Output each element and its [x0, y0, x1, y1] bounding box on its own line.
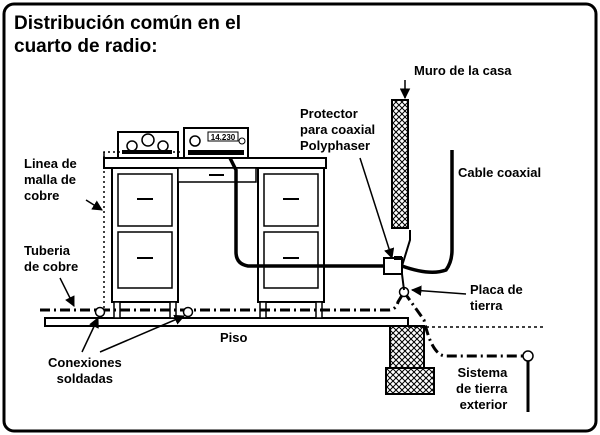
label-protector: Protector para coaxial Polyphaser	[300, 106, 375, 154]
label-protector-line-1: Protector	[300, 106, 358, 121]
label-mesh-line-2: malla de	[24, 172, 77, 187]
foundation-lower	[385, 367, 435, 395]
label-welded: Conexiones soldadas	[48, 355, 122, 387]
copper-pipe	[40, 291, 406, 312]
diagram-title: Distribución común en el cuarto de radio…	[14, 12, 241, 58]
label-coax: Cable coaxial	[458, 165, 542, 180]
label-ground-system-3: exterior	[459, 397, 508, 412]
label-mesh-line-1: Linea de	[24, 156, 77, 171]
label-ground-plate-1: Placa de	[470, 282, 523, 297]
label-welded-1: Conexiones	[48, 355, 122, 370]
exterior-ground-line	[402, 291, 530, 412]
label-mesh-line: Linea de malla de cobre	[24, 156, 77, 204]
label-protector-line-3: Polyphaser	[300, 138, 371, 153]
indoor-coax-cable	[228, 157, 384, 268]
floor-slab	[44, 317, 409, 327]
arrow-mesh	[85, 199, 103, 211]
house-wall	[391, 99, 409, 229]
title-line-2: cuarto de radio:	[14, 36, 158, 57]
radio-frequency-display: 14.230	[211, 133, 236, 142]
ground-rod-connection	[522, 350, 534, 362]
arrow-protector	[359, 157, 395, 260]
radio-transceiver: 14.230	[183, 127, 249, 159]
label-ground-plate: Placa de tierra	[470, 282, 523, 314]
arrow-plate	[410, 285, 467, 296]
outdoor-coax-cable	[401, 150, 454, 274]
label-welded-2: soldadas	[56, 371, 114, 386]
desk	[103, 157, 327, 319]
label-copper-pipe-2: de cobre	[24, 259, 79, 274]
label-copper-pipe: Tuberia de cobre	[24, 243, 78, 275]
arrow-welded-2	[99, 314, 185, 353]
protector-cap	[394, 256, 402, 260]
label-wall: Muro de la casa	[414, 63, 512, 78]
arrow-pipe	[59, 277, 75, 307]
arrow-welded-1	[81, 317, 99, 353]
label-protector-line-2: para coaxial	[300, 122, 376, 137]
label-ground-system: Sistema de tierra exterior	[456, 365, 507, 413]
radio-tuner	[117, 131, 179, 159]
label-ground-system-1: Sistema	[457, 365, 508, 380]
label-floor: Piso	[220, 330, 248, 345]
label-ground-system-2: de tierra	[456, 381, 508, 396]
foundation-upper	[389, 325, 425, 369]
label-ground-plate-2: tierra	[470, 298, 503, 313]
label-mesh-line-3: cobre	[24, 188, 60, 203]
title-line-1: Distribución común en el	[14, 13, 241, 34]
protector-ground-strap	[401, 273, 405, 291]
welded-connection-1	[94, 306, 106, 318]
coax-through-wall	[401, 230, 411, 267]
welded-connection-2	[182, 306, 194, 318]
polyphaser-protector	[383, 257, 403, 275]
label-copper-pipe-1: Tuberia	[24, 243, 70, 258]
